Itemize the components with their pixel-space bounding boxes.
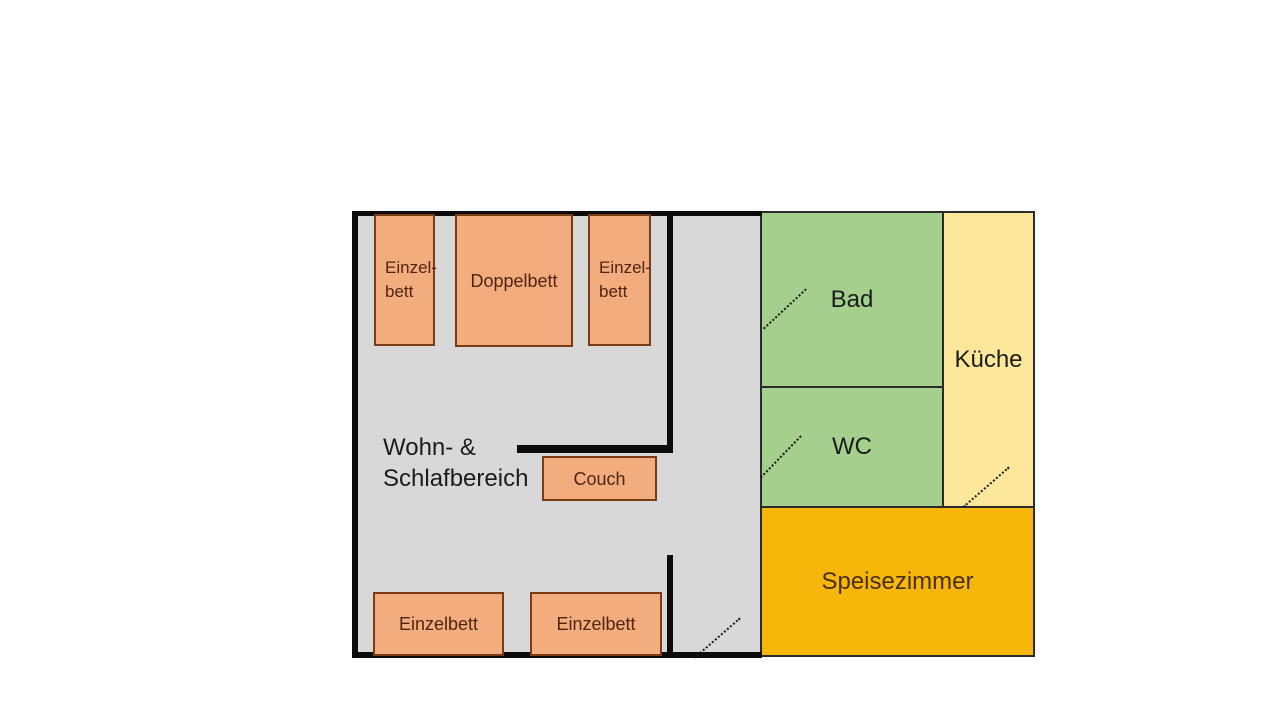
bed-label-line1: Einzel-	[385, 258, 437, 277]
bed-single-bottom-right: Einzelbett	[530, 592, 662, 656]
bed-single-bottom-left: Einzelbett	[373, 592, 504, 656]
wall-top	[352, 211, 762, 216]
room-wc: WC	[760, 386, 944, 508]
wall-left	[352, 211, 358, 658]
room-kueche-label: Küche	[954, 345, 1023, 373]
room-speisezimmer-label: Speisezimmer	[821, 567, 974, 595]
room-wc-label: WC	[832, 433, 872, 460]
living-area-label: Wohn- & Schlafbereich	[383, 432, 528, 494]
living-area-label-line2: Schlafbereich	[383, 465, 529, 492]
bed-label: Einzelbett	[398, 614, 479, 634]
wall-couch-horizontal	[517, 445, 673, 453]
bed-single-top-left: Einzel- bett	[374, 214, 437, 346]
couch: Couch	[542, 456, 657, 501]
bed-label: Einzelbett	[556, 614, 636, 634]
wall-corridor-upper	[667, 211, 673, 452]
bed-double: Doppelbett	[455, 214, 573, 347]
bed-label-line2: bett	[385, 282, 414, 301]
wall-corridor-lower	[667, 555, 673, 658]
bed-label-line2: bett	[599, 282, 628, 301]
bed-single-top-right: Einzel- bett	[588, 214, 651, 346]
room-kueche: Küche	[942, 211, 1035, 508]
bed-label-line1: Einzel-	[599, 258, 651, 277]
bed-label: Doppelbett	[470, 270, 558, 291]
room-bad: Bad	[760, 211, 944, 388]
room-speisezimmer: Speisezimmer	[760, 506, 1035, 657]
couch-label: Couch	[573, 468, 626, 489]
room-bad-label: Bad	[830, 285, 874, 313]
living-area-label-line1: Wohn- &	[383, 434, 476, 461]
